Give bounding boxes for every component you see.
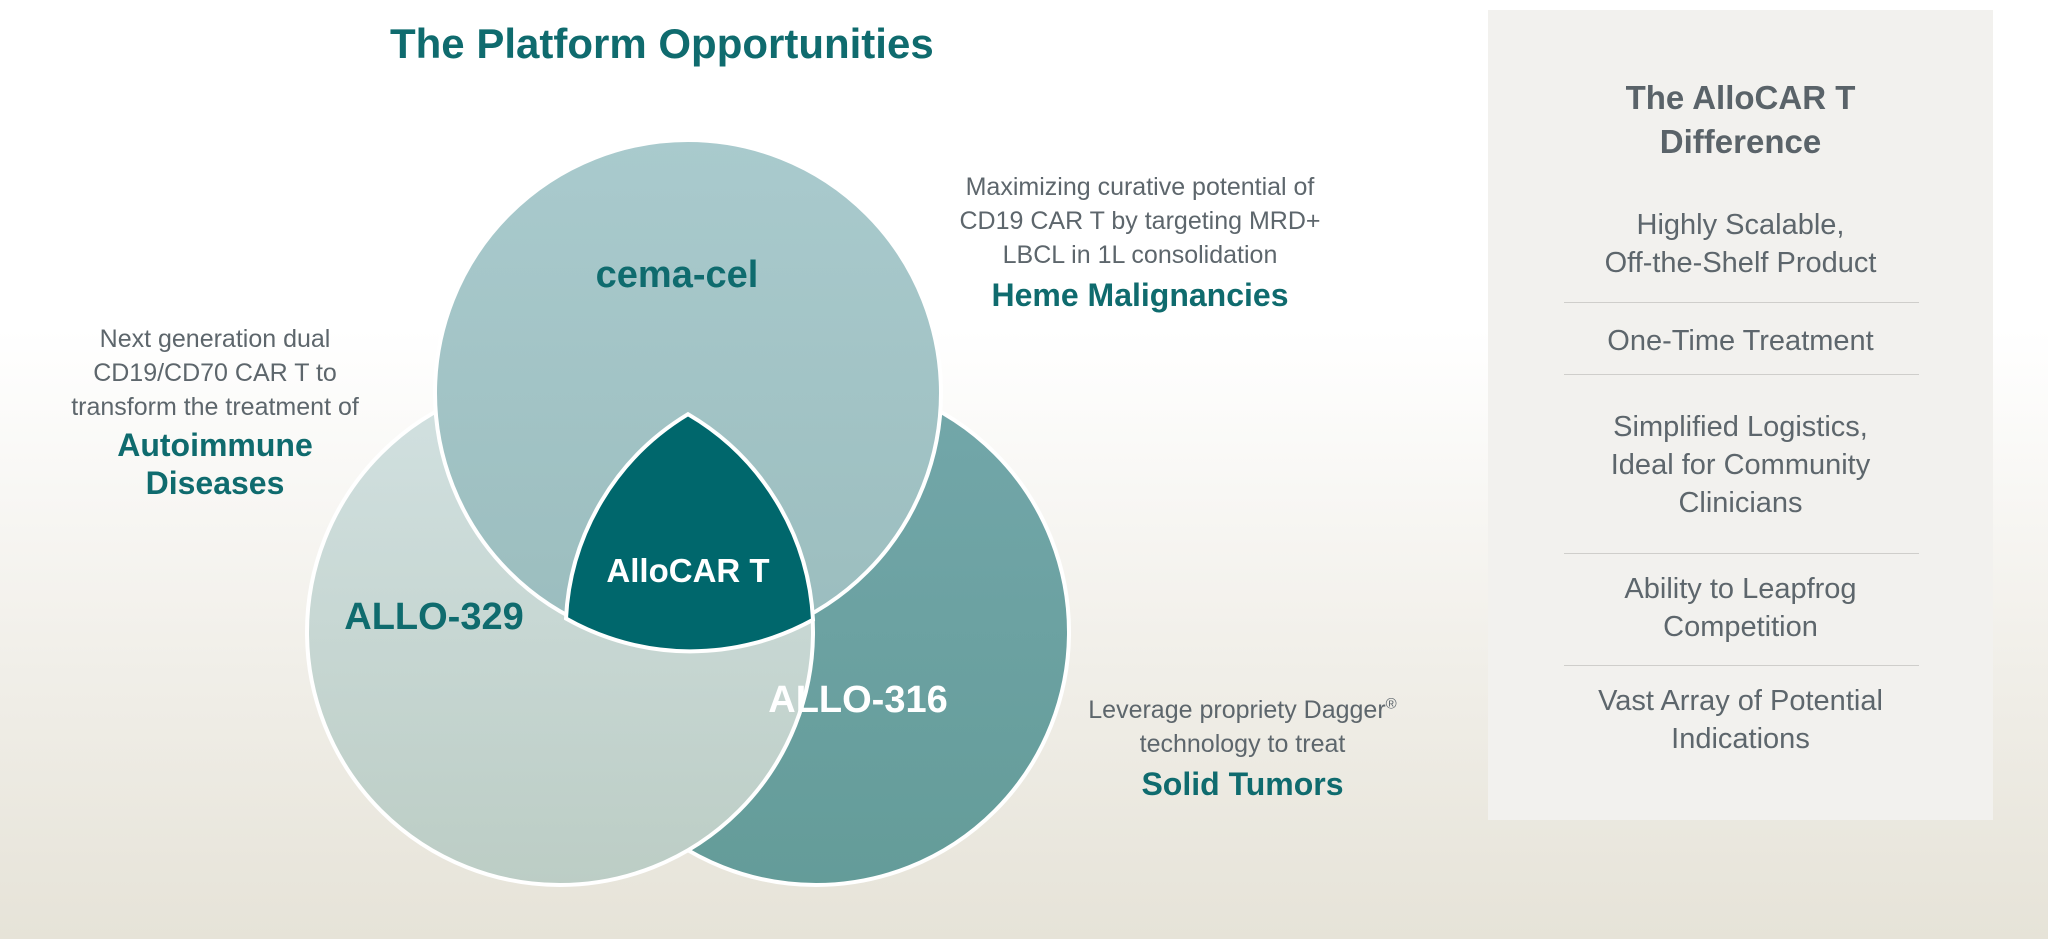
panel-divider bbox=[1564, 302, 1919, 303]
caption-autoimmune-heading: Autoimmune bbox=[117, 427, 313, 463]
panel-item-line: Highly Scalable, bbox=[1636, 209, 1845, 241]
panel-title: The AlloCAR T Difference bbox=[1488, 76, 1993, 164]
caption-solid-line: Leverage propriety Dagger® bbox=[1055, 693, 1430, 727]
caption-autoimmune-heading: Diseases bbox=[145, 465, 285, 501]
page-title: The Platform Opportunities bbox=[390, 20, 934, 67]
caption-heme-line: CD19 CAR T by targeting MRD+ bbox=[959, 207, 1321, 235]
venn-label-cema-cel: cema-cel bbox=[596, 254, 759, 296]
caption-solid-text: Leverage propriety Dagger bbox=[1088, 696, 1386, 724]
caption-autoimmune-line: Next generation dual bbox=[99, 325, 331, 353]
caption-solid-tumors: Leverage propriety Dagger® technology to… bbox=[1055, 693, 1430, 801]
panel-item-line: Competition bbox=[1663, 611, 1818, 643]
panel-item-one-time: One-Time Treatment bbox=[1488, 322, 1993, 360]
panel-divider bbox=[1564, 374, 1919, 375]
panel-item-line: Simplified Logistics, bbox=[1613, 411, 1868, 443]
caption-heme-heading: Heme Malignancies bbox=[991, 277, 1289, 313]
panel-title-line: The AlloCAR T bbox=[1625, 79, 1856, 116]
panel-item-line: Clinicians bbox=[1678, 487, 1803, 519]
panel-divider bbox=[1564, 553, 1919, 554]
panel-item-logistics: Simplified Logistics, Ideal for Communit… bbox=[1488, 408, 1993, 522]
panel-item-line: Indications bbox=[1671, 723, 1810, 755]
caption-solid-heading: Solid Tumors bbox=[1141, 766, 1344, 802]
panel-item-line: Off-the-Shelf Product bbox=[1604, 247, 1877, 279]
venn-center-region bbox=[563, 411, 816, 654]
registered-mark: ® bbox=[1385, 695, 1397, 713]
caption-solid-line: technology to treat bbox=[1139, 730, 1346, 758]
caption-autoimmune-diseases: Next generation dual CD19/CD70 CAR T to … bbox=[40, 322, 390, 500]
panel-item-line: Vast Array of Potential bbox=[1598, 685, 1883, 717]
panel-divider bbox=[1564, 665, 1919, 666]
venn-label-allo-316: ALLO-316 bbox=[768, 679, 947, 721]
venn-label-allo-329: ALLO-329 bbox=[344, 596, 523, 638]
allocar-difference-panel: The AlloCAR T Difference Highly Scalable… bbox=[1488, 10, 1993, 820]
panel-item-line: Ability to Leapfrog bbox=[1624, 573, 1857, 605]
panel-item-leapfrog: Ability to Leapfrog Competition bbox=[1488, 570, 1993, 646]
caption-heme-line: LBCL in 1L consolidation bbox=[1002, 241, 1278, 269]
panel-item-line: One-Time Treatment bbox=[1607, 325, 1874, 357]
caption-heme-line: Maximizing curative potential of bbox=[965, 173, 1315, 201]
panel-item-indications: Vast Array of Potential Indications bbox=[1488, 682, 1993, 758]
panel-title-line: Difference bbox=[1659, 123, 1822, 160]
caption-heme-malignancies: Maximizing curative potential of CD19 CA… bbox=[930, 170, 1350, 312]
panel-item-scalable: Highly Scalable, Off-the-Shelf Product bbox=[1488, 206, 1993, 282]
venn-label-allocar-t: AlloCAR T bbox=[606, 552, 769, 589]
caption-autoimmune-line: transform the treatment of bbox=[71, 393, 359, 421]
panel-item-line: Ideal for Community bbox=[1610, 449, 1871, 481]
caption-autoimmune-line: CD19/CD70 CAR T to bbox=[93, 359, 337, 387]
